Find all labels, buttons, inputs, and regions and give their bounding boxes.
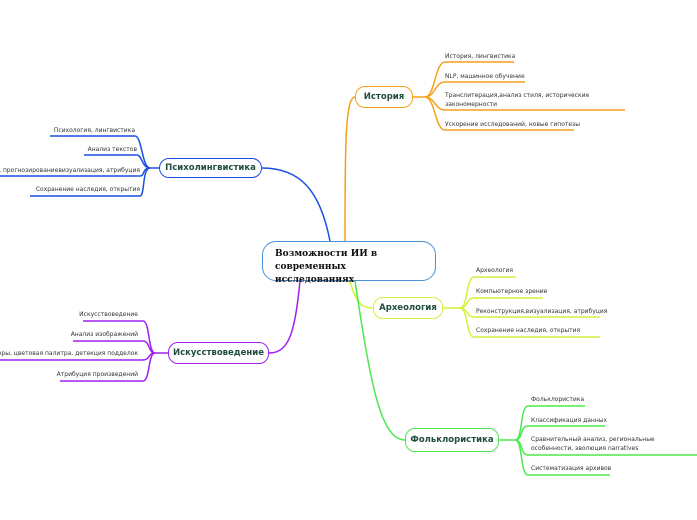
node-art-history[interactable]: Искусствоведение — [168, 342, 269, 364]
leaf-art-1[interactable]: Искусствоведение — [79, 311, 138, 318]
leaf-archaeo-3[interactable]: Реконструкция,визуализация, атрибуция — [476, 308, 608, 315]
leaf-history-1[interactable]: История, лингвистика — [445, 53, 516, 60]
central-topic-label: Возможности ИИ в современных исследовани… — [275, 249, 378, 285]
node-label: Искусствоведение — [172, 348, 265, 358]
node-label: Археология — [379, 303, 437, 313]
leaf-archaeo-4[interactable]: Сохранение наследия, открытия — [476, 327, 581, 334]
leaf-history-3[interactable]: Транслитерация,анализ стиля, исторически… — [445, 92, 590, 108]
leaf-psycho-4[interactable]: Сохранение наследия, открытия — [35, 186, 140, 193]
leaf-art-3[interactable]: манеры, цветовая палитра, детекция подде… — [0, 350, 138, 357]
leaf-history-2[interactable]: NLP, машинное обучение — [445, 73, 525, 80]
leaf-archaeo-2[interactable]: Компьютерное зрение — [476, 288, 548, 295]
node-psycholinguistics[interactable]: Психолингвистика — [159, 158, 262, 178]
leaf-psycho-2[interactable]: Анализ текстов — [87, 146, 137, 153]
leaf-psycho-3[interactable]: , прогнозированиевизуализация, атрибуция — [0, 167, 140, 174]
leaf-folk-3[interactable]: Сравнительный анализ, региональные особе… — [531, 436, 655, 452]
node-archaeology[interactable]: Археология — [373, 297, 443, 319]
leaf-psycho-1[interactable]: Психология, лингвистика — [53, 127, 135, 134]
node-history[interactable]: История — [355, 86, 413, 108]
leaf-archaeo-1[interactable]: Археология — [476, 267, 513, 274]
leaf-folk-1[interactable]: Фольклористика — [531, 396, 585, 403]
leaf-art-4[interactable]: Атрибуция произведений — [56, 371, 138, 378]
node-folkloristics[interactable]: Фольклористика — [405, 428, 499, 452]
node-label: Психолингвистика — [165, 163, 256, 173]
leaf-folk-4[interactable]: Систематизация архивов — [531, 465, 612, 472]
leaf-folk-2[interactable]: Классификация данных — [531, 417, 608, 424]
node-label: Фольклористика — [410, 435, 494, 445]
node-label: История — [363, 92, 405, 102]
central-topic[interactable]: Возможности ИИ в современных исследовани… — [262, 241, 436, 285]
leaf-art-2[interactable]: Анализ изображений — [70, 331, 138, 338]
leaf-history-4[interactable]: Ускорение исследований, новые гипотезы — [445, 121, 580, 128]
